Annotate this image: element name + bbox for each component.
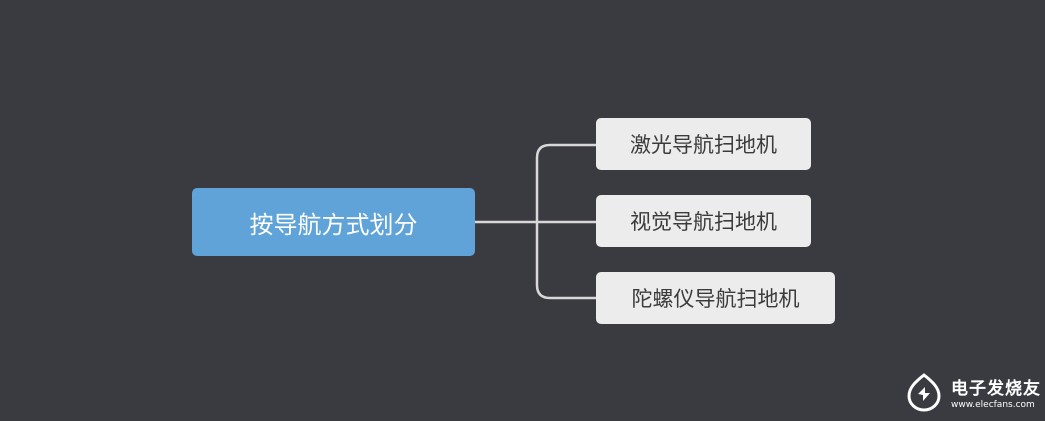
- child-topic-label: 陀螺仪导航扫地机: [631, 287, 800, 311]
- connector-to-child-2: [535, 222, 596, 300]
- watermark-url: www.elecfans.com: [951, 399, 1035, 410]
- watermark: 电子发烧友 www.elecfans.com: [903, 372, 1041, 418]
- child-topic-label: 视觉导航扫地机: [630, 210, 777, 234]
- elecfans-logo-icon: [903, 372, 945, 418]
- child-topic-node-laser[interactable]: 激光导航扫地机: [596, 118, 811, 170]
- connector-to-child-0: [535, 143, 596, 222]
- root-topic-label: 按导航方式划分: [249, 210, 418, 239]
- child-topic-node-visual[interactable]: 视觉导航扫地机: [596, 195, 811, 247]
- watermark-title: 电子发烧友: [951, 378, 1041, 399]
- root-topic-node[interactable]: 按导航方式划分: [192, 188, 475, 256]
- child-topic-node-gyroscope[interactable]: 陀螺仪导航扫地机: [596, 272, 835, 324]
- child-topic-label: 激光导航扫地机: [630, 133, 777, 157]
